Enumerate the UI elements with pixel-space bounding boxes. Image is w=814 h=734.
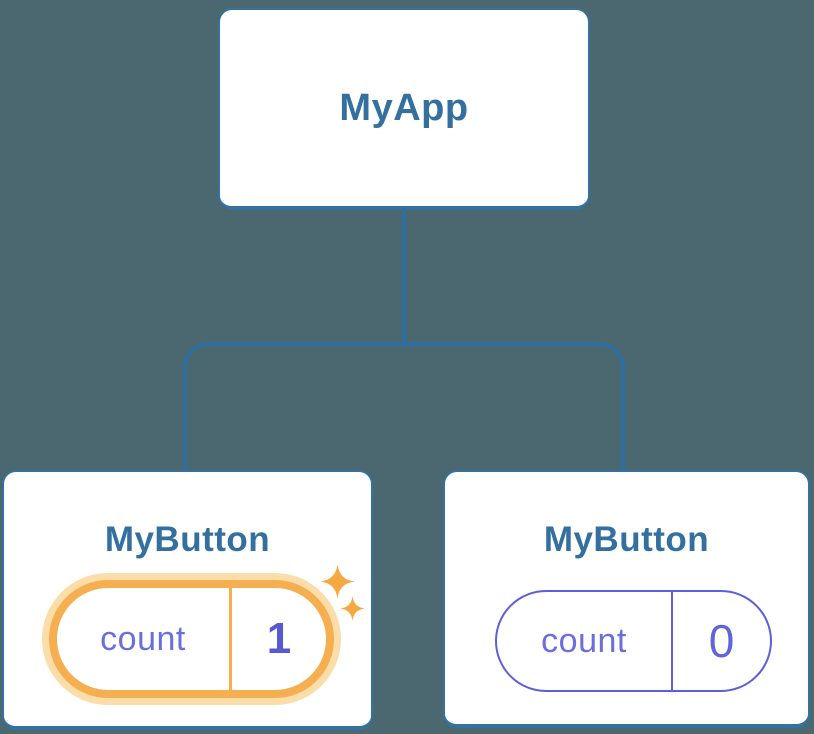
child-component-card-right: MyButton count 0	[443, 470, 810, 728]
state-key-cell: count	[497, 592, 671, 690]
root-component-card: MyApp	[218, 8, 590, 210]
tree-connector-branches	[183, 342, 625, 470]
pill-divider	[229, 588, 232, 690]
state-pill-idle: count 0	[495, 590, 772, 692]
state-value-cell: 1	[232, 588, 326, 690]
state-key-label: count	[100, 619, 186, 658]
state-value: 0	[708, 615, 735, 667]
tree-connector-stem	[402, 208, 406, 346]
state-key-label: count	[541, 621, 627, 660]
child-component-label: MyButton	[543, 520, 710, 559]
sparkle-icon	[320, 564, 355, 599]
sparkle-icon-small	[340, 596, 365, 621]
child-component-card-left: MyButton count 1	[2, 470, 373, 730]
state-value-cell: 0	[673, 592, 770, 690]
state-value: 1	[266, 614, 292, 663]
state-pill-active: count 1	[49, 580, 334, 698]
state-key-cell: count	[57, 588, 229, 690]
root-component-label: MyApp	[339, 86, 469, 129]
child-component-label: MyButton	[104, 520, 271, 559]
pill-divider	[671, 592, 673, 690]
